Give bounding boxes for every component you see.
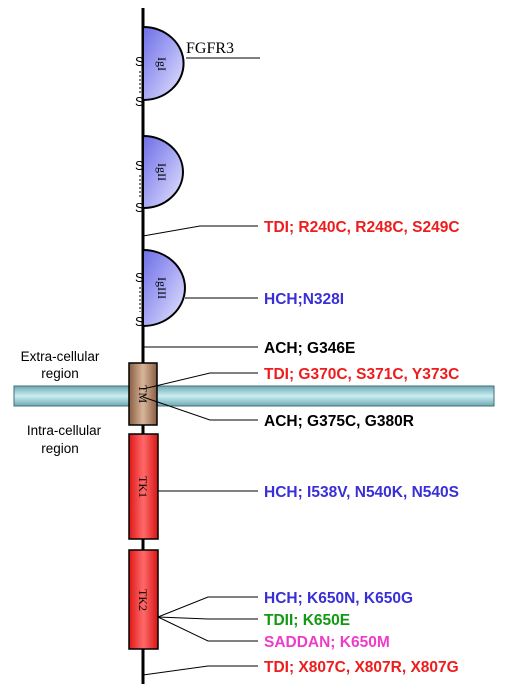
ig1-label: IgI xyxy=(155,57,169,71)
cell-membrane xyxy=(14,386,494,406)
mutation-ach-tm: ACH; G375C, G380R xyxy=(264,413,414,430)
tk2-domain: TK2 xyxy=(129,550,158,649)
ig1-s-bottom: S xyxy=(135,94,144,109)
ig1-s-top: S xyxy=(135,54,144,69)
protein-title: FGFR3 xyxy=(186,40,234,57)
mutation-hch-tk2: HCH; K650N, K650G xyxy=(264,590,413,607)
ig2-s-bottom: S xyxy=(135,200,144,215)
tk1-label: TK1 xyxy=(136,476,150,498)
ig2-label: IgII xyxy=(155,163,169,181)
mutation-hch-tk1: HCH; I538V, N540K, N540S xyxy=(264,484,459,501)
mutation-ach-g346e: ACH; G346E xyxy=(264,340,355,357)
tk1-domain: TK1 xyxy=(129,434,158,539)
mutation-hch-ig3: HCH;N328I xyxy=(264,291,344,308)
mutation-tdi-end: TDI; X807C, X807R, X807G xyxy=(264,659,459,676)
ig3-domain: IgIII S S xyxy=(135,250,185,329)
mutation-tdi-ig2: TDI; R240C, R248C, S249C xyxy=(264,219,460,236)
ig2-s-top: S xyxy=(135,158,144,173)
ig2-domain: IgII S S xyxy=(135,136,183,215)
intra-region-line2: region xyxy=(41,441,79,456)
ig3-label: IgIII xyxy=(155,277,169,299)
ig3-s-top: S xyxy=(135,270,144,285)
tk2-label: TK2 xyxy=(136,589,150,611)
tm-domain: TM xyxy=(129,363,157,425)
ig1-domain: IgI S S xyxy=(135,27,184,109)
extra-region-line2: region xyxy=(41,366,79,381)
extra-region-line1: Extra-cellular xyxy=(21,349,100,364)
mutation-tdii-tk2: TDII; K650E xyxy=(264,612,350,629)
intra-region-line1: Intra-cellular xyxy=(27,423,102,438)
mutation-tdi-tm: TDI; G370C, S371C, Y373C xyxy=(264,366,459,383)
mutation-saddan-tk2: SADDAN; K650M xyxy=(264,634,390,651)
ig3-s-bottom: S xyxy=(135,314,144,329)
